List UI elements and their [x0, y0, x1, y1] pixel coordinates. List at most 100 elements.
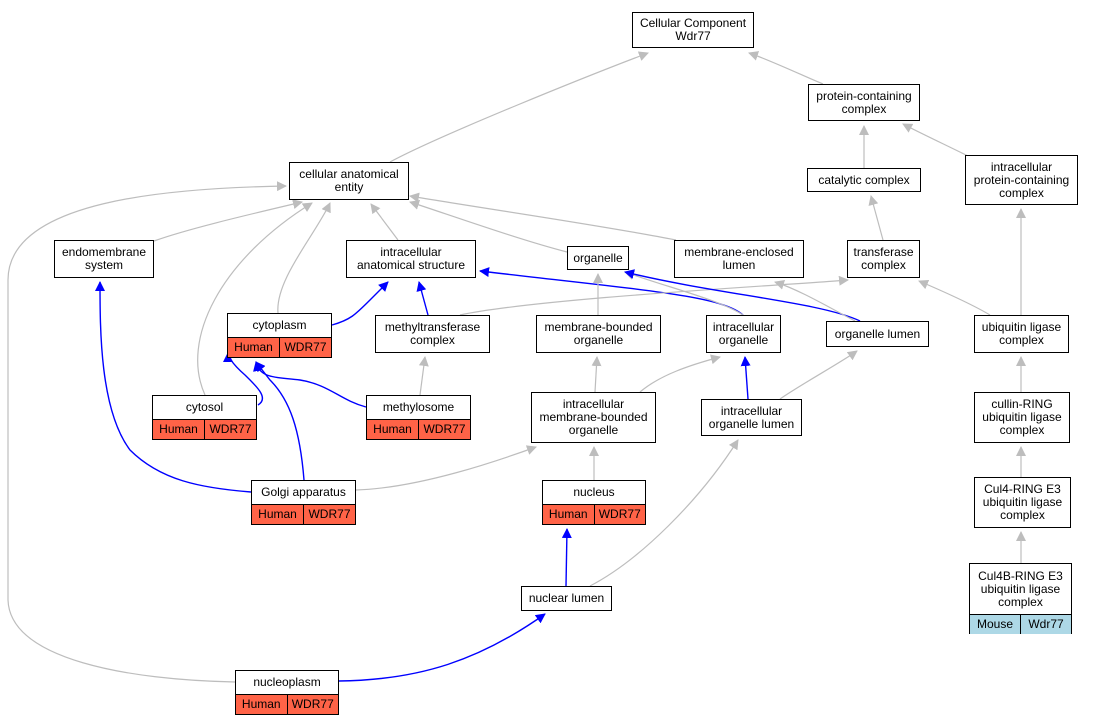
node-cellular-anatomical-entity[interactable]: cellular anatomical entity	[289, 162, 409, 200]
node-label: cellular anatomical entity	[299, 167, 399, 194]
node-methyltransferase-complex[interactable]: methyltransferase complex	[375, 315, 490, 353]
edge-golgi-apparatus-to-intracellular-membrane-bounded-organelle	[355, 445, 537, 491]
edge-methyltransferase-complex-to-intracellular-anatomical-structure	[416, 281, 429, 316]
edge-methylosome-to-cytoplasm	[253, 361, 367, 408]
edge-golgi-apparatus-to-cytoplasm	[255, 361, 305, 481]
node-intracellular-organelle[interactable]: intracellular organelle	[706, 315, 781, 353]
node-label: methyltransferase complex	[384, 320, 481, 347]
node-label: nucleus	[573, 485, 615, 499]
node-intracellular-organelle-lumen[interactable]: intracellular organelle lumen	[701, 399, 802, 436]
edge-nucleoplasm-to-nuclear-lumen	[338, 613, 546, 682]
node-endomembrane-system[interactable]: endomembrane system	[54, 240, 154, 278]
node-membrane-bounded-organelle[interactable]: membrane-bounded organelle	[536, 315, 661, 353]
edge-cytoplasm-to-cellular-anatomical-entity	[277, 202, 331, 314]
species-tag: Human	[153, 420, 204, 439]
edge-intracellular-protein-containing-complex-to-protein-containing-complex	[902, 123, 969, 157]
gene-tag: WDR77	[286, 695, 338, 714]
edge-intracellular-organelle-lumen-to-intracellular-organelle	[740, 356, 751, 400]
edge-cytosol-to-cellular-anatomical-entity	[197, 202, 313, 396]
node-membrane-enclosed-lumen[interactable]: membrane-enclosed lumen	[674, 240, 804, 278]
node-label: transferase complex	[853, 245, 914, 272]
edge-nuclear-lumen-to-intracellular-organelle-lumen	[589, 439, 739, 587]
gene-tag: Wdr77	[1020, 615, 1071, 634]
node-label: intracellular membrane-bounded organelle	[539, 397, 648, 437]
node-label: cytosol	[185, 400, 224, 414]
node-intracellular-protein-containing-complex[interactable]: intracellular protein-containing complex	[965, 155, 1078, 205]
node-label: nuclear lumen	[528, 591, 605, 605]
node-label: Cul4B-RING E3 ubiquitin ligase complex	[978, 568, 1063, 609]
edge-endomembrane-system-to-cellular-anatomical-entity	[153, 199, 303, 242]
edge-ubiquitin-ligase-complex-to-transferase-complex	[918, 279, 991, 316]
node-label: Golgi apparatus	[261, 485, 346, 499]
node-transferase-complex[interactable]: transferase complex	[847, 240, 920, 278]
node-intracellular-anatomical-structure[interactable]: intracellular anatomical structure	[346, 240, 476, 278]
edge-golgi-apparatus-to-endomembrane-system	[95, 281, 252, 493]
node-label: nucleoplasm	[253, 675, 321, 689]
node-label: ubiquitin ligase complex	[981, 320, 1062, 347]
node-label: organelle lumen	[834, 326, 921, 341]
gene-tag: WDR77	[593, 505, 645, 524]
species-tag: Human	[236, 695, 287, 714]
edge-membrane-enclosed-lumen-to-cellular-anatomical-entity	[409, 192, 677, 241]
node-catalytic-complex[interactable]: catalytic complex	[807, 168, 921, 192]
edge-cellular-anatomical-entity-to-root	[389, 51, 649, 163]
node-nuclear-lumen[interactable]: nuclear lumen	[521, 586, 612, 611]
node-label: intracellular organelle	[712, 320, 775, 347]
edge-methyltransferase-complex-to-transferase-complex	[459, 275, 849, 316]
species-tag: Human	[228, 338, 279, 357]
node-ubiquitin-ligase-complex[interactable]: ubiquitin ligase complex	[974, 315, 1069, 353]
gene-tag: WDR77	[279, 338, 331, 357]
node-label: endomembrane system	[61, 245, 147, 272]
node-label: cullin-RING ubiquitin ligase complex	[982, 397, 1062, 437]
node-label: membrane-enclosed lumen	[684, 245, 794, 272]
node-intracellular-membrane-bounded-organelle[interactable]: intracellular membrane-bounded organelle	[531, 392, 656, 443]
node-label: catalytic complex	[818, 172, 910, 187]
gene-tag: WDR77	[303, 505, 355, 524]
node-label: intracellular anatomical structure	[356, 245, 466, 272]
edge-nuclear-lumen-to-nucleus	[561, 528, 572, 587]
node-organelle[interactable]: organelle	[567, 246, 629, 270]
edge-intracellular-anatomical-structure-to-cellular-anatomical-entity	[370, 203, 399, 241]
node-label: Cul4-RING E3 ubiquitin ligase complex	[982, 482, 1063, 522]
node-label: intracellular organelle lumen	[708, 403, 795, 431]
node-cul4-ring-e3-complex[interactable]: Cul4-RING E3 ubiquitin ligase complex	[974, 477, 1071, 528]
species-tag: Human	[543, 505, 594, 524]
edge-intracellular-organelle-to-organelle	[624, 270, 744, 316]
edge-protein-containing-complex-to-root	[748, 51, 824, 85]
node-protein-containing-complex[interactable]: protein-containing complex	[808, 84, 920, 121]
edge-nucleoplasm-to-cellular-anatomical-entity	[7, 181, 287, 683]
gene-tag: WDR77	[418, 420, 470, 439]
node-label: cytoplasm	[252, 318, 307, 332]
node-cellular-component-root[interactable]: Cellular Component Wdr77	[632, 12, 754, 48]
node-label: Cellular Component Wdr77	[639, 16, 747, 43]
edge-intracellular-organelle-lumen-to-organelle-lumen	[779, 350, 858, 400]
species-tag: Human	[367, 420, 418, 439]
node-label: intracellular protein-containing complex	[973, 159, 1070, 200]
edge-organelle-to-cellular-anatomical-entity	[409, 200, 568, 253]
edge-methylosome-to-methyltransferase-complex	[418, 356, 429, 396]
edge-cytoplasm-to-intracellular-anatomical-structure	[331, 281, 389, 326]
gene-tag: WDR77	[204, 420, 256, 439]
node-label: methylosome	[382, 400, 455, 414]
node-cullin-ring-ubiquitin-ligase-complex[interactable]: cullin-RING ubiquitin ligase complex	[974, 392, 1070, 443]
edge-intracellular-membrane-bounded-organelle-to-intracellular-organelle	[639, 354, 721, 393]
node-label: protein-containing complex	[816, 88, 912, 116]
species-tag: Human	[252, 505, 303, 524]
edge-organelle-lumen-to-membrane-enclosed-lumen	[774, 279, 856, 322]
node-organelle-lumen[interactable]: organelle lumen	[826, 321, 929, 347]
